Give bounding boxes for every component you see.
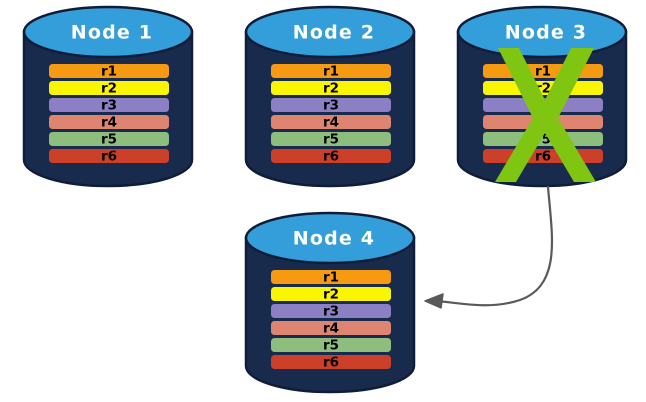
node-4-row-r1-label: r1 [323,270,339,286]
node-4-row-r2[interactable] [271,287,391,301]
node-1-label: Node 1 [71,22,153,44]
node-4-row-r3-label: r3 [323,304,339,320]
node-2-row-r2-label: r2 [323,81,339,97]
node-4-rows: r1 r2 r3 r4 r5 r6 [271,270,391,371]
node-4-row-r5[interactable] [271,338,391,352]
node-1-rows: r1 r2 r3 r4 r5 r6 [49,64,169,165]
node-1-row-r1-label: r1 [101,64,117,80]
node-2-row-r3-label: r3 [323,98,339,114]
node-3-row-r6-label: r6 [535,149,551,165]
node-1-row-r1[interactable] [49,64,169,78]
node-3-cylinder[interactable]: Node 3 r1 r2 r3 r4 r5 r6 [456,5,628,188]
node-4-cylinder[interactable]: Node 4 r1 r2 r3 r4 r5 r6 [244,211,416,394]
node-3-row-r5[interactable] [483,132,603,146]
node-1-cylinder[interactable]: Node 1 r1 r2 r3 r4 r5 r6 [22,5,194,188]
node-1-row-r4[interactable] [49,115,169,129]
node-4-row-r2-label: r2 [323,287,339,303]
node-1-row-r2-label: r2 [101,81,117,97]
node-4-label: Node 4 [293,228,375,250]
node-2-row-r5[interactable] [271,132,391,146]
node-1-row-r4-label: r4 [101,115,117,131]
node-2-row-r5-label: r5 [323,132,339,148]
node-2-row-r6-label: r6 [323,149,339,165]
node-4-row-r6[interactable] [271,355,391,369]
node-1-top-disc [22,5,194,59]
node-2-row-r1-label: r1 [323,64,339,80]
node-2-cylinder[interactable]: Node 2 r1 r2 r3 r4 r5 r6 [244,5,416,188]
node-1-row-r5-label: r5 [101,132,117,148]
node-2-rows: r1 r2 r3 r4 r5 r6 [271,64,391,165]
node-2-row-r2[interactable] [271,81,391,95]
node-1-row-r6-label: r6 [101,149,117,165]
node-1-row-r3[interactable] [49,98,169,112]
node-4-row-r3[interactable] [271,304,391,318]
node-2-row-r1[interactable] [271,64,391,78]
node-2-row-r4[interactable] [271,115,391,129]
node-1-row-r6[interactable] [49,149,169,163]
node-2-top-disc [244,5,416,59]
node-3-top-disc [456,5,628,59]
node-4-row-r6-label: r6 [323,355,339,371]
node-4-row-r4-label: r4 [323,321,339,337]
node-2-row-r3[interactable] [271,98,391,112]
failover-arrow [424,185,554,309]
cross-mark-icon [495,48,596,182]
node-1-row-r5[interactable] [49,132,169,146]
node-4-row-r5-label: r5 [323,338,339,354]
node-4-row-r4[interactable] [271,321,391,335]
node-1-row-r3-label: r3 [101,98,117,114]
node-2-row-r6[interactable] [271,149,391,163]
node-1-row-r2[interactable] [49,81,169,95]
node-4-top-disc [244,211,416,265]
node-2-row-r4-label: r4 [323,115,339,131]
node-4-row-r1[interactable] [271,270,391,284]
node-3-label: Node 3 [505,22,587,44]
node-2-label: Node 2 [293,22,375,44]
node-3-row-r1-label: r1 [535,64,551,80]
